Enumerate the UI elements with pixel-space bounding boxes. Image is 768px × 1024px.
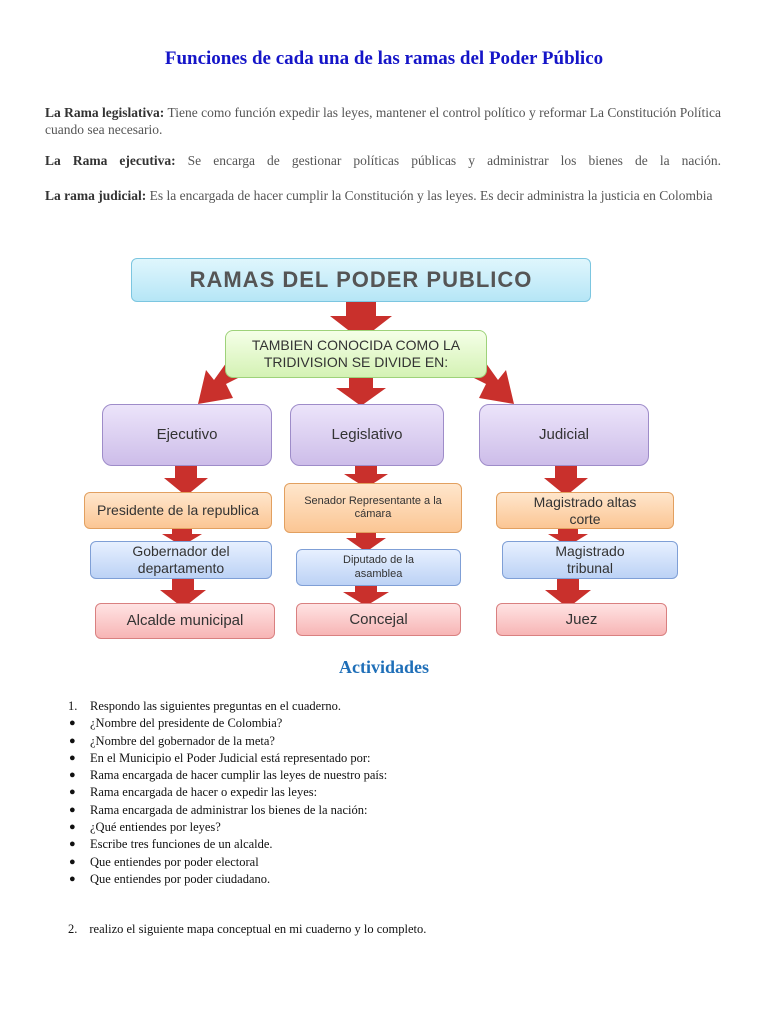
node-gobernador: Gobernador del departamento [90,541,272,579]
arrow-down [545,578,591,608]
node-magistrado-altas: Magistrado altas corte [496,492,674,529]
list-item: ● En el Municipio el Poder Judicial está … [66,750,387,767]
list-item: ● ¿Qué entiendes por leyes? [66,819,387,836]
node-senador: Senador Representante a la cámara [284,483,462,533]
activity-item-2: 2. realizo el siguiente mapa conceptual e… [66,922,426,937]
paragraph-ejecutiva: La Rama ejecutiva: Se encarga de gestion… [45,152,721,169]
bullet-icon: ● [69,786,76,799]
list-item: ● ¿Nombre del presidente de Colombia? [66,715,387,732]
paragraph-label: La Rama ejecutiva: [45,153,176,168]
item-text: Rama encargada de administrar los bienes… [90,802,368,817]
diagram-root: RAMAS DEL PODER PUBLICO [131,258,591,302]
arrow-down [346,531,386,552]
diagram-subtitle: TAMBIEN CONOCIDA COMO LA TRIDIVISION SE … [225,330,487,378]
paragraph-text: Tiene como función expedir las leyes, ma… [45,105,721,137]
node-concejal: Concejal [296,603,461,636]
item-text: Rama encargada de hacer o expedir las le… [90,785,318,800]
node-presidente: Presidente de la republica [84,492,272,529]
node-diputado: Diputado de la asamblea [296,549,461,586]
list-item: ● ¿Nombre del gobernador de la meta? [66,733,387,750]
bullet-icon: ● [69,751,76,764]
paragraph-legislativa: La Rama legislativa: Tiene como función … [45,104,721,138]
node-juez: Juez [496,603,667,636]
bullet-icon: ● [69,769,76,782]
item-text: Escribe tres funciones de un alcalde. [90,837,273,852]
arrow-down [548,529,588,546]
arrow-down [343,585,389,606]
item-text: Rama encargada de hacer cumplir las leye… [90,768,388,783]
branch-ejecutivo: Ejecutivo [102,404,272,466]
branch-legislativo: Legislativo [290,404,444,466]
list-item: ● Rama encargada de hacer cumplir las ley… [66,767,387,784]
paragraph-text: Se encarga de gestionar políticas públic… [175,153,721,168]
item-text: realizo el siguiente mapa conceptual en … [89,922,427,936]
item-text: Respondo las siguientes preguntas en el … [90,699,341,713]
bullet-icon: ● [69,838,76,851]
item-text: Que entiendes por poder ciudadano. [90,871,271,886]
item-number: 1. [68,699,78,713]
arrow-down [162,529,202,546]
bullet-icon: ● [69,872,76,885]
bullet-icon: ● [69,734,76,747]
item-text: En el Municipio el Poder Judicial está r… [90,750,371,765]
paragraph-text: Es la encargada de hacer cumplir la Cons… [146,188,713,203]
arrow-down [344,466,388,488]
list-item: ● Rama encargada de administrar los biene… [66,802,387,819]
item-text: ¿Nombre del gobernador de la meta? [90,733,275,748]
page-title: Funciones de cada una de las ramas del P… [164,48,604,69]
list-item: ● Rama encargada de hacer o expedir las l… [66,784,387,801]
list-item: ● Que entiendes por poder electoral [66,854,387,871]
item-text: ¿Qué entiendes por leyes? [90,820,221,835]
node-alcalde: Alcalde municipal [95,603,275,639]
bullet-icon: ● [69,855,76,868]
arrow-down [544,466,588,496]
bullet-icon: ● [69,803,76,816]
branch-judicial: Judicial [479,404,649,466]
arrow-down [160,578,206,608]
item-text: ¿Nombre del presidente de Colombia? [90,716,283,731]
list-item: ● Escribe tres funciones de un alcalde. [66,836,387,853]
list-item: ● Que entiendes por poder ciudadano. [66,871,387,888]
item-text: Que entiendes por poder electoral [90,854,259,869]
paragraph-label: La Rama legislativa: [45,105,165,120]
arrow-down [336,378,386,406]
bullet-icon: ● [69,717,76,730]
list-item: 1. Respondo las siguientes preguntas en e… [66,698,387,715]
activities-heading: Actividades [339,657,429,677]
arrow-group [160,302,591,608]
arrow-down [330,302,392,340]
activities-list: 1. Respondo las siguientes preguntas en e… [66,698,387,888]
node-magistrado-tribunal: Magistrado tribunal [502,541,678,579]
arrow-down [164,466,208,496]
bullet-icon: ● [69,821,76,834]
paragraph-judicial: La rama judicial: Es la encargada de hac… [45,187,721,204]
paragraph-label: La rama judicial: [45,188,147,203]
item-number: 2. [68,922,78,936]
